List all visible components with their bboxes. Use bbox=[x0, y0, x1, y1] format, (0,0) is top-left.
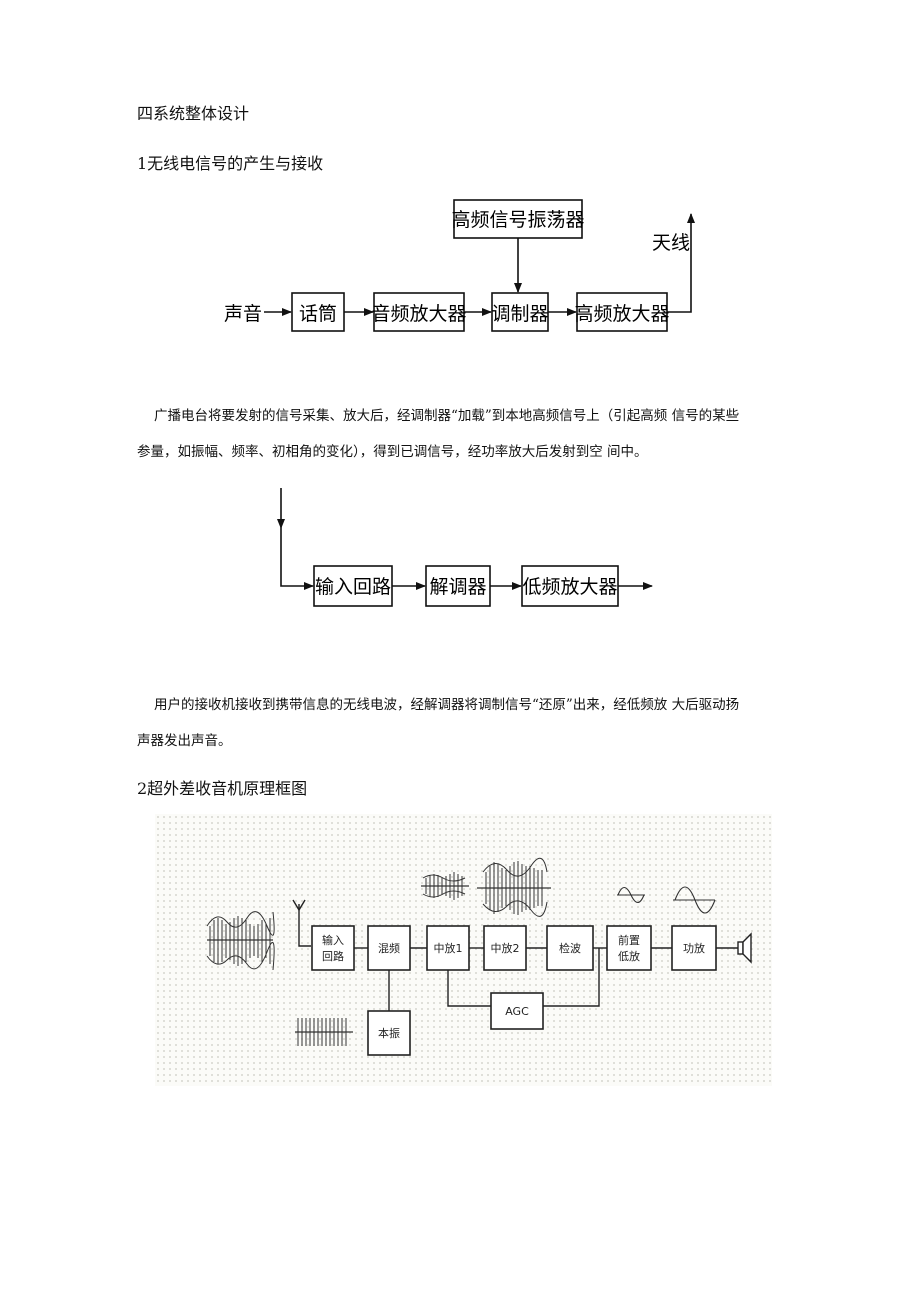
preamp-box bbox=[606, 925, 652, 971]
modulator-label: 调制器 bbox=[491, 303, 548, 325]
sound-label: 声音 bbox=[224, 303, 262, 325]
audio-sine-small-icon bbox=[617, 886, 645, 904]
preamp-label-top: 前置 bbox=[618, 933, 640, 947]
local-oscillator-box bbox=[367, 1010, 411, 1056]
am-waveform-icon bbox=[421, 872, 469, 900]
antenna-label: 天线 bbox=[652, 232, 690, 254]
local-oscillator-label: 本振 bbox=[378, 1026, 400, 1040]
agc-box bbox=[490, 992, 544, 1030]
antenna-line bbox=[667, 213, 695, 313]
preamp-label-bottom: 低放 bbox=[618, 949, 640, 963]
input-circuit-label: 输入回路 bbox=[315, 576, 391, 598]
oscillator-label: 高频信号振荡器 bbox=[451, 209, 584, 231]
subsection-title-1: 1无线电信号的产生与接收 bbox=[137, 154, 324, 173]
receiver-diagram: 输入回路 解调器 低频放大器 bbox=[277, 488, 653, 607]
paragraph-2-line-2: 声器发出声音。 bbox=[137, 733, 232, 749]
section-title: 四系统整体设计 bbox=[137, 104, 250, 123]
if1-label: 中放1 bbox=[434, 941, 463, 955]
connection-lines bbox=[354, 947, 738, 1011]
input-circuit-box bbox=[311, 925, 355, 971]
paragraph-1-line-1: 广播电台将要发射的信号采集、放大后，经调制器“加载”到本地高频信号上（引起高频 … bbox=[154, 408, 740, 424]
audio-amplifier-label: 音频放大器 bbox=[371, 303, 466, 325]
if-waveform-icon bbox=[477, 857, 551, 917]
transmitter-diagram: 声音 高频信号振荡器 天线 话筒 音频放大器 调制器 高频放大器 bbox=[224, 199, 695, 332]
rf-amplifier-label: 高频放大器 bbox=[574, 303, 669, 325]
lf-amplifier-label: 低频放大器 bbox=[522, 576, 617, 598]
audio-sine-large-icon bbox=[673, 886, 716, 914]
arrow-to-input-circuit bbox=[280, 528, 314, 590]
paragraph-1-line-2: 参量，如振幅、频率、初相角的变化），得到已调信号，经功率放大后发射到空 间中。 bbox=[137, 444, 648, 460]
agc-label: AGC bbox=[505, 1005, 529, 1018]
input-circuit-label-bottom: 回路 bbox=[322, 950, 344, 963]
superhet-diagram: 输入 回路 混频 中放1 中放2 检波 前置 低放 功放 AGC 本振 bbox=[206, 857, 752, 1056]
power-amp-label: 功放 bbox=[683, 941, 705, 955]
input-circuit-label-top: 输入 bbox=[322, 933, 344, 947]
antenna-icon bbox=[292, 899, 311, 947]
subsection-title-2: 2超外差收音机原理框图 bbox=[137, 779, 308, 798]
microphone-label: 话筒 bbox=[299, 303, 337, 325]
local-oscillator-waveform-icon bbox=[295, 1018, 353, 1046]
if2-label: 中放2 bbox=[491, 941, 520, 955]
detector-label: 检波 bbox=[559, 941, 581, 955]
received-rf-waveform-icon bbox=[206, 911, 275, 971]
mixer-label: 混频 bbox=[378, 941, 400, 955]
speaker-icon bbox=[737, 932, 752, 964]
paragraph-2-line-1: 用户的接收机接收到携带信息的无线电波，经解调器将调制信号“还原”出来，经低频放 … bbox=[154, 697, 740, 713]
demodulator-label: 解调器 bbox=[429, 576, 486, 598]
